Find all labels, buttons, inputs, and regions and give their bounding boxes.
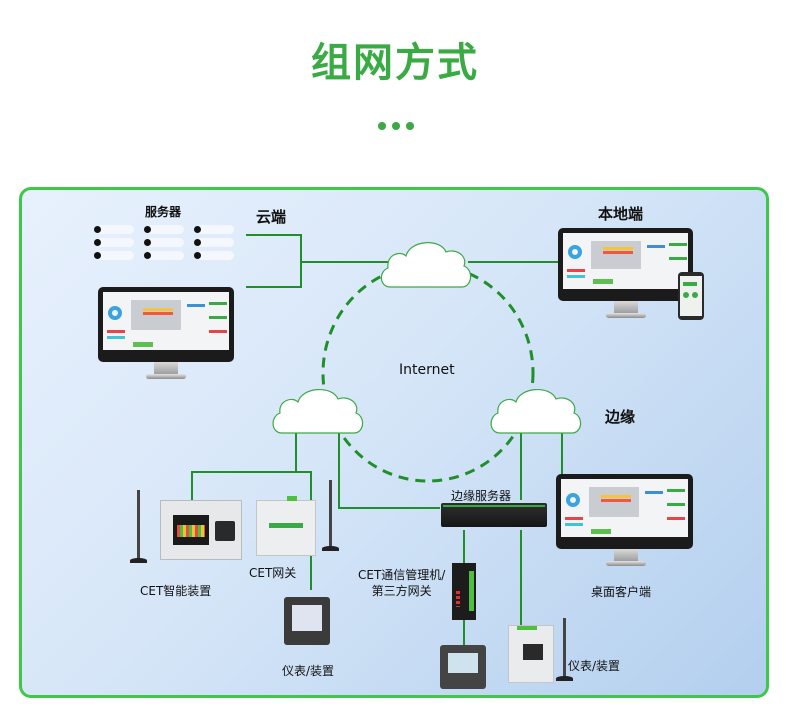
zone-label-edge: 边缘 [605, 408, 636, 426]
internet-label: Internet [399, 362, 455, 378]
antenna-icon [563, 618, 566, 678]
meter-device-bottom [440, 645, 486, 689]
meter-device-right-label: 仪表/装置 [568, 659, 621, 673]
meter-device-right [508, 625, 554, 683]
page-title: 组网方式 [311, 40, 479, 86]
antenna-icon-base [556, 676, 573, 681]
meter-device-left-label: 仪表/装置 [282, 664, 335, 678]
link-left-cloud-edge-server [338, 433, 440, 509]
comm-manager-label-line2: 第三方网关 [371, 584, 432, 598]
antenna-icon-base [130, 558, 147, 563]
antenna-icon [137, 490, 140, 560]
cet-gateway-label: CET网关 [249, 566, 297, 580]
cet-smart-device [160, 500, 242, 560]
link-left-cloud-smart-device [191, 433, 297, 500]
zone-label-cloud: 云端 [256, 208, 287, 226]
servers-label: 服务器 [145, 205, 182, 219]
edge-server-label: 边缘服务器 [451, 489, 512, 503]
link-servers-bracket [246, 234, 302, 288]
cloud-icon [490, 389, 582, 434]
comm-manager-label-line1: CET通信管理机/ [358, 568, 446, 582]
comm-manager [452, 563, 476, 620]
cloud-icon [272, 389, 364, 434]
meter-device-left [284, 597, 330, 645]
antenna-icon-base [322, 546, 339, 551]
edge-server [441, 503, 547, 527]
cet-gateway [256, 496, 316, 556]
phone-icon [678, 272, 704, 320]
zone-label-local: 本地端 [598, 205, 644, 223]
title-decoration-dots [378, 122, 414, 130]
cloud-icon [380, 242, 472, 288]
comm-manager-label: CET通信管理机/ 第三方网关 [358, 567, 445, 599]
desktop-client-label: 桌面客户端 [591, 585, 652, 599]
cet-smart-device-label: CET智能装置 [140, 584, 212, 598]
antenna-icon [329, 480, 332, 548]
